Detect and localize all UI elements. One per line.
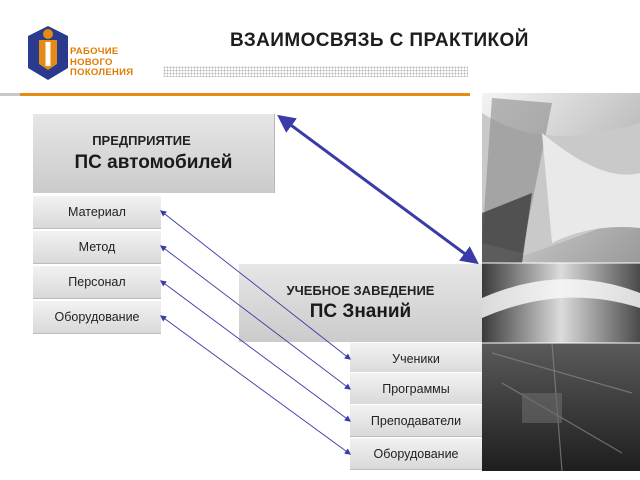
- orange-divider: [0, 93, 470, 96]
- page-title: ВЗАИМОСВЯЗЬ С ПРАКТИКОЙ: [230, 30, 529, 51]
- school-item-teachers: Преподаватели: [350, 404, 482, 437]
- enterprise-title: ПС автомобилей: [74, 152, 233, 173]
- logo-icon: [28, 26, 68, 80]
- logo-line: НОВОГО: [70, 56, 113, 68]
- enterprise-item-personnel: Персонал: [33, 265, 161, 299]
- main-double-arrow: [277, 114, 479, 265]
- logo-line: ПОКОЛЕНИЯ: [70, 67, 134, 78]
- dotted-band: [163, 66, 468, 77]
- school-item-students: Ученики: [350, 342, 482, 375]
- school-subtitle: УЧЕБНОЕ ЗАВЕДЕНИЕ: [286, 283, 435, 298]
- enterprise-item-method: Метод: [33, 230, 161, 264]
- school-title: ПС Знаний: [309, 301, 412, 322]
- school-header: УЧЕБНОЕ ЗАВЕДЕНИЕ ПС Знаний: [239, 264, 482, 342]
- enterprise-item-equipment: Оборудование: [33, 300, 161, 334]
- logo-line: РАБОЧИЕ: [70, 46, 119, 57]
- school-item-equipment: Оборудование: [350, 437, 482, 470]
- logo-text: РАБОЧИЕ НОВОГО ПОКОЛЕНИЯ: [70, 46, 150, 79]
- enterprise-subtitle: ПРЕДПРИЯТИЕ: [92, 133, 191, 148]
- school-item-programs: Программы: [350, 372, 482, 405]
- enterprise-item-material: Материал: [33, 195, 161, 229]
- enterprise-header: ПРЕДПРИЯТИЕ ПС автомобилей: [33, 114, 275, 193]
- engineering-photo: [482, 93, 640, 471]
